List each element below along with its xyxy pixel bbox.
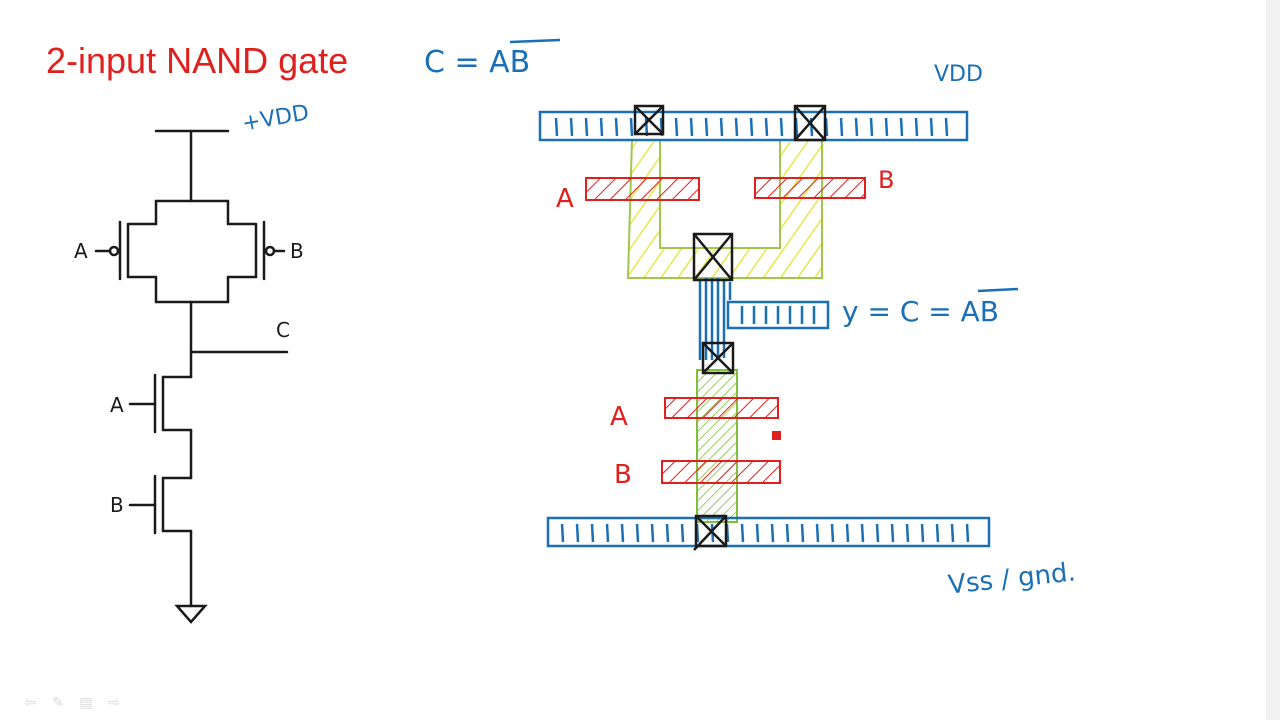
output-c-label: C — [276, 318, 290, 342]
pmos-b-input-label: B — [290, 239, 304, 263]
contact-vdd-left — [633, 104, 665, 136]
laser-pointer-dot — [772, 431, 781, 440]
rail-tick — [800, 523, 805, 543]
pen-icon[interactable]: ✎ — [52, 695, 64, 711]
rail-tick — [635, 523, 640, 543]
slide-title: 2-input NAND gate — [46, 40, 349, 81]
next-icon[interactable]: ⇨ — [108, 695, 120, 711]
nmos-b-input-label: B — [110, 493, 124, 517]
pmos-a-input-label: A — [74, 239, 88, 263]
rail-tick — [869, 117, 874, 137]
rail-tick — [740, 523, 745, 543]
rail-tick — [605, 523, 610, 543]
gate-a-top-label: A — [556, 184, 574, 214]
p-diffusion — [626, 139, 823, 279]
rail-tick — [554, 117, 559, 137]
rail-tick — [920, 523, 925, 543]
rail-tick — [875, 523, 880, 543]
rail-tick — [599, 117, 604, 137]
equation-overline — [509, 38, 561, 44]
rail-tick — [749, 117, 754, 137]
rail-tick — [965, 523, 970, 543]
poly-gate-a-bottom — [664, 397, 779, 419]
contact-vdd-right — [793, 104, 827, 142]
rail-tick — [839, 117, 844, 137]
rail-tick — [950, 523, 955, 543]
rail-tick — [884, 117, 889, 137]
rail-tick — [584, 117, 589, 137]
rail-tick — [650, 523, 655, 543]
rail-tick — [764, 117, 769, 137]
rail-tick — [674, 117, 679, 137]
rail-tick — [665, 523, 670, 543]
rail-tick — [680, 523, 685, 543]
rail-tick — [629, 117, 634, 137]
output-y-label: y = C = AB — [842, 295, 1000, 328]
rail-tick — [569, 117, 574, 137]
rail-tick — [770, 523, 775, 543]
poly-gate-a-top — [585, 177, 700, 201]
nmos-a-input-label: A — [110, 393, 124, 417]
rail-tick — [620, 523, 625, 543]
contacts — [633, 104, 827, 551]
gate-a-bottom-label: A — [610, 402, 628, 432]
rail-tick — [560, 523, 565, 543]
rail-tick — [944, 117, 949, 137]
rail-tick — [914, 117, 919, 137]
rail-tick — [614, 117, 619, 137]
rail-tick — [899, 117, 904, 137]
rail-tick — [830, 523, 835, 543]
nmos-b — [128, 474, 193, 535]
pmos-b — [226, 220, 286, 281]
rail-tick — [815, 523, 820, 543]
rail-tick — [734, 117, 739, 137]
vdd-rail-label: VDD — [934, 62, 983, 87]
vss-rail — [546, 516, 991, 548]
prev-icon[interactable]: ⇦ — [24, 695, 36, 711]
output-overline — [977, 287, 1019, 293]
rail-tick — [704, 117, 709, 137]
rail-tick — [860, 523, 865, 543]
equation-text: C = AB — [424, 45, 531, 80]
rail-tick — [719, 117, 724, 137]
poly-gates — [585, 177, 866, 484]
rail-tick — [689, 117, 694, 137]
n-diffusion — [696, 369, 738, 523]
rail-tick — [779, 117, 784, 137]
rail-tick — [854, 117, 859, 137]
pmos-a — [94, 220, 158, 281]
slide-edge — [1266, 0, 1280, 720]
contact-vss — [693, 514, 728, 551]
rail-tick — [905, 523, 910, 543]
rail-tick — [755, 523, 760, 543]
slideshow-nav: ⇦ ✎ ▤ ⇨ — [22, 696, 122, 710]
gate-b-top-label: B — [878, 166, 895, 194]
nmos-a — [128, 373, 193, 434]
contact-output-p — [692, 232, 734, 282]
rail-tick — [935, 523, 940, 543]
schematic — [94, 129, 289, 624]
rail-tick — [575, 523, 580, 543]
contact-output-n — [701, 341, 735, 375]
rail-tick — [785, 523, 790, 543]
menu-icon[interactable]: ▤ — [79, 695, 93, 711]
equation: C = AB — [424, 48, 530, 78]
poly-gate-b-top — [754, 177, 866, 199]
rail-tick — [590, 523, 595, 543]
vdd-rail — [538, 110, 969, 142]
ground-icon — [174, 604, 208, 624]
output-metal — [698, 278, 830, 360]
poly-gate-b-bottom — [661, 460, 781, 484]
rail-tick — [890, 523, 895, 543]
gate-b-bottom-label: B — [614, 460, 632, 490]
rail-tick — [929, 117, 934, 137]
rail-tick — [845, 523, 850, 543]
